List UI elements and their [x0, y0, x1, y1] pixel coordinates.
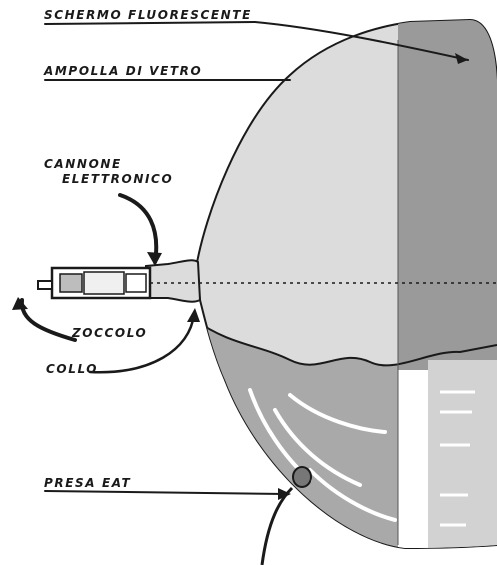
tube-base	[38, 281, 52, 289]
tube-neck	[146, 260, 200, 301]
label-zoccolo: ZOCCOLO	[72, 326, 147, 340]
label-cannone-line2: ELETTRONICO	[62, 172, 173, 186]
collo-arrow	[90, 314, 194, 372]
glass-bulb	[190, 0, 497, 560]
presa-leader	[45, 491, 285, 494]
label-presa-eat: PRESA EAT	[44, 476, 131, 490]
eht-connector	[262, 467, 311, 565]
label-schermo-fluorescente: SCHERMO FLUORESCENTE	[44, 8, 252, 22]
label-collo: COLLO	[46, 362, 98, 376]
cannone-arrow	[120, 195, 156, 262]
zoccolo-arrow	[22, 300, 75, 340]
electron-gun	[38, 268, 150, 298]
label-ampolla-di-vetro: AMPOLLA DI VETRO	[44, 64, 202, 78]
label-cannone-line1: CANNONE	[44, 157, 122, 171]
